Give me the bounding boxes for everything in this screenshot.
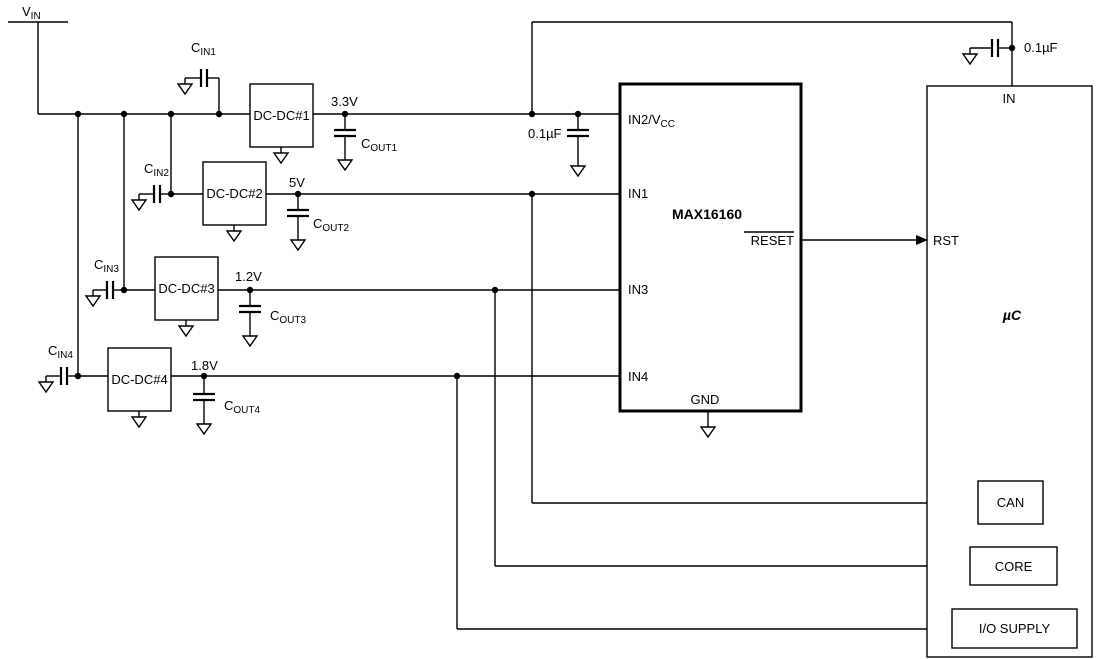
mcu-block-can-label: CAN [997, 495, 1024, 510]
dcdc3-converter: DC-DC#3 [154, 256, 219, 337]
svg-text:DC-DC#4: DC-DC#4 [111, 372, 167, 387]
mcu-pin-rst: RST [933, 233, 959, 248]
rail-1v8 [171, 372, 952, 630]
cin2-capacitor [131, 185, 171, 211]
svg-text:DC-DC#3: DC-DC#3 [158, 281, 214, 296]
pin-in1: IN1 [628, 186, 648, 201]
mcu-block-can [977, 480, 1044, 525]
vcc-bypass-label: 0.1µF [528, 126, 562, 141]
mcu-block-core-label: CORE [995, 559, 1033, 574]
rail-1v2-label: 1.2V [235, 269, 262, 284]
mcu-supply-net [531, 21, 1016, 114]
pin-reset: RESET [751, 233, 794, 248]
pin-in2-vcc: IN2/VCC [628, 112, 675, 130]
max16160-supervisor: IN2/VCC IN1 IN3 IN4 MAX16160 RESET GND [618, 82, 803, 438]
mcu-block-io-supply-label: I/O SUPPLY [979, 621, 1051, 636]
cin2-label: CIN2 [144, 161, 169, 179]
cin1-capacitor [177, 69, 220, 114]
rail-1v2 [218, 286, 970, 567]
mcu-name: µC [1002, 307, 1022, 323]
rail-3v3 [313, 110, 620, 171]
mcu-bypass-label: 0.1µF [1024, 40, 1058, 55]
svg-text:DC-DC#1: DC-DC#1 [253, 108, 309, 123]
cout4-label: COUT4 [224, 398, 260, 416]
cin3-capacitor [85, 281, 124, 307]
mcu-pin-in: IN [1003, 91, 1016, 106]
rail-1v8-label: 1.8V [191, 358, 218, 373]
vcc-bypass-capacitor [567, 114, 589, 177]
dcdc4-converter: DC-DC#4 [107, 347, 172, 428]
dcdc1-converter: DC-DC#1 [249, 83, 314, 164]
dcdc2-converter: DC-DC#2 [202, 161, 267, 242]
cout3-label: COUT3 [270, 308, 306, 326]
rail-5v [266, 190, 978, 504]
mcu-block-io-supply [951, 608, 1078, 649]
pin-in3: IN3 [628, 282, 648, 297]
rail-5v-label: 5V [289, 175, 305, 190]
microcontroller: IN RST µC CAN CORE I/O SUPPLY [926, 85, 1093, 658]
cin3-label: CIN3 [94, 257, 119, 275]
svg-text:DC-DC#2: DC-DC#2 [206, 186, 262, 201]
cin1-label: CIN1 [191, 40, 216, 58]
rail-3v3-label: 3.3V [331, 94, 358, 109]
mcu-block-core [969, 546, 1058, 586]
pin-gnd: GND [691, 392, 720, 407]
cout2-label: COUT2 [313, 216, 349, 234]
pin-in4: IN4 [628, 369, 648, 384]
cin4-capacitor [38, 367, 78, 393]
supervisor-name: MAX16160 [672, 206, 742, 222]
cout1-label: COUT1 [361, 136, 397, 154]
vin-label: VIN [22, 4, 41, 22]
vin-net [8, 21, 250, 380]
cin4-label: CIN4 [48, 343, 73, 361]
